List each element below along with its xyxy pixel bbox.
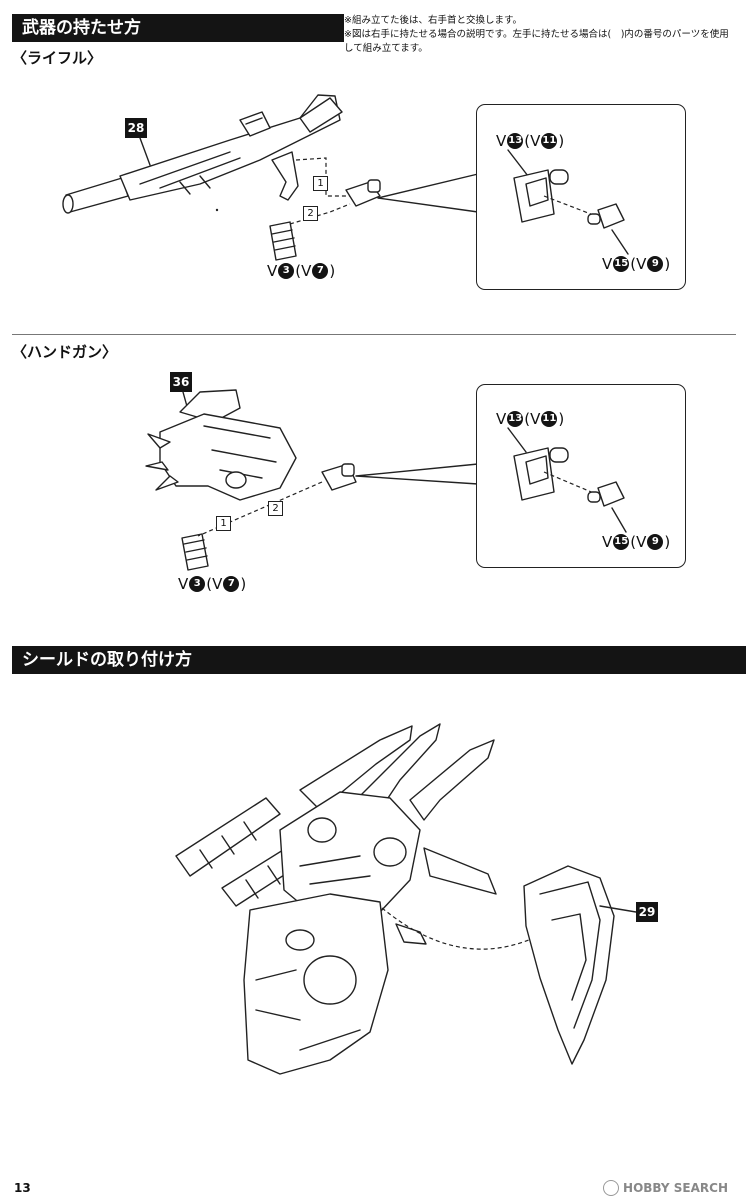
part-number-circle: 15 [613, 534, 630, 550]
rifle-step-2: 2 [303, 206, 318, 221]
part-number-circle: 9 [647, 256, 664, 272]
section-title-shield: シールドの取り付け方 [12, 646, 746, 674]
rifle-detail-top-label: V 13 (V 11 ) [496, 132, 565, 150]
page-number: 13 [14, 1181, 31, 1195]
part-number-circle: 15 [613, 256, 630, 272]
rifle-step-1: 1 [313, 176, 328, 191]
part-number-circle: 7 [223, 576, 240, 592]
watermark-logo-icon [603, 1180, 620, 1196]
rifle-illustration [62, 94, 479, 261]
note-line-2: ※図は右手に持たせる場合の説明です。左手に持たせる場合は( )内の番号のパーツを… [344, 29, 729, 54]
rifle-detail-illustration [507, 149, 629, 255]
part-number-circle: 13 [507, 411, 524, 427]
part-number-circle: 3 [189, 576, 206, 592]
handgun-detail-illustration [507, 427, 627, 533]
section-title-text: 武器の持たせ方 [22, 18, 141, 38]
part-number-circle: 7 [312, 263, 329, 279]
handgun-step-2: 2 [268, 501, 283, 516]
section-title-text: シールドの取り付け方 [22, 650, 192, 670]
note-line-1: ※組み立てた後は、右手首と交換します。 [344, 15, 523, 26]
handgun-illustration [145, 389, 479, 571]
section-title-weapon: 武器の持たせ方 [12, 14, 344, 42]
handgun-hand-label: V 3 (V 7 ) [178, 575, 247, 593]
handgun-detail-bottom-label: V 15 (V 9 ) [602, 533, 671, 551]
handgun-title: 〈ハンドガン〉 [12, 343, 118, 361]
shield-part-badge: 29 [636, 902, 658, 922]
part-number-circle: 3 [278, 263, 295, 279]
shield-assembly-illustration [175, 723, 637, 1075]
part-number-circle: 11 [541, 411, 558, 427]
handgun-detail-top-label: V 13 (V 11 ) [496, 410, 565, 428]
watermark: HOBBY SEARCH [603, 1180, 728, 1196]
section-divider [12, 334, 736, 335]
part-number-circle: 9 [647, 534, 664, 550]
part-number-circle: 13 [507, 133, 524, 149]
rifle-title: 〈ライフル〉 [12, 49, 103, 67]
instruction-notes: ※組み立てた後は、右手首と交換します。 ※図は右手に持たせる場合の説明です。左手… [344, 14, 736, 56]
rifle-hand-label: V 3 (V 7 ) [267, 262, 336, 280]
rifle-part-badge: 28 [125, 118, 147, 138]
handgun-part-badge: 36 [170, 372, 192, 392]
rifle-detail-bottom-label: V 15 (V 9 ) [602, 255, 671, 273]
handgun-step-1: 1 [216, 516, 231, 531]
part-number-circle: 11 [541, 133, 558, 149]
